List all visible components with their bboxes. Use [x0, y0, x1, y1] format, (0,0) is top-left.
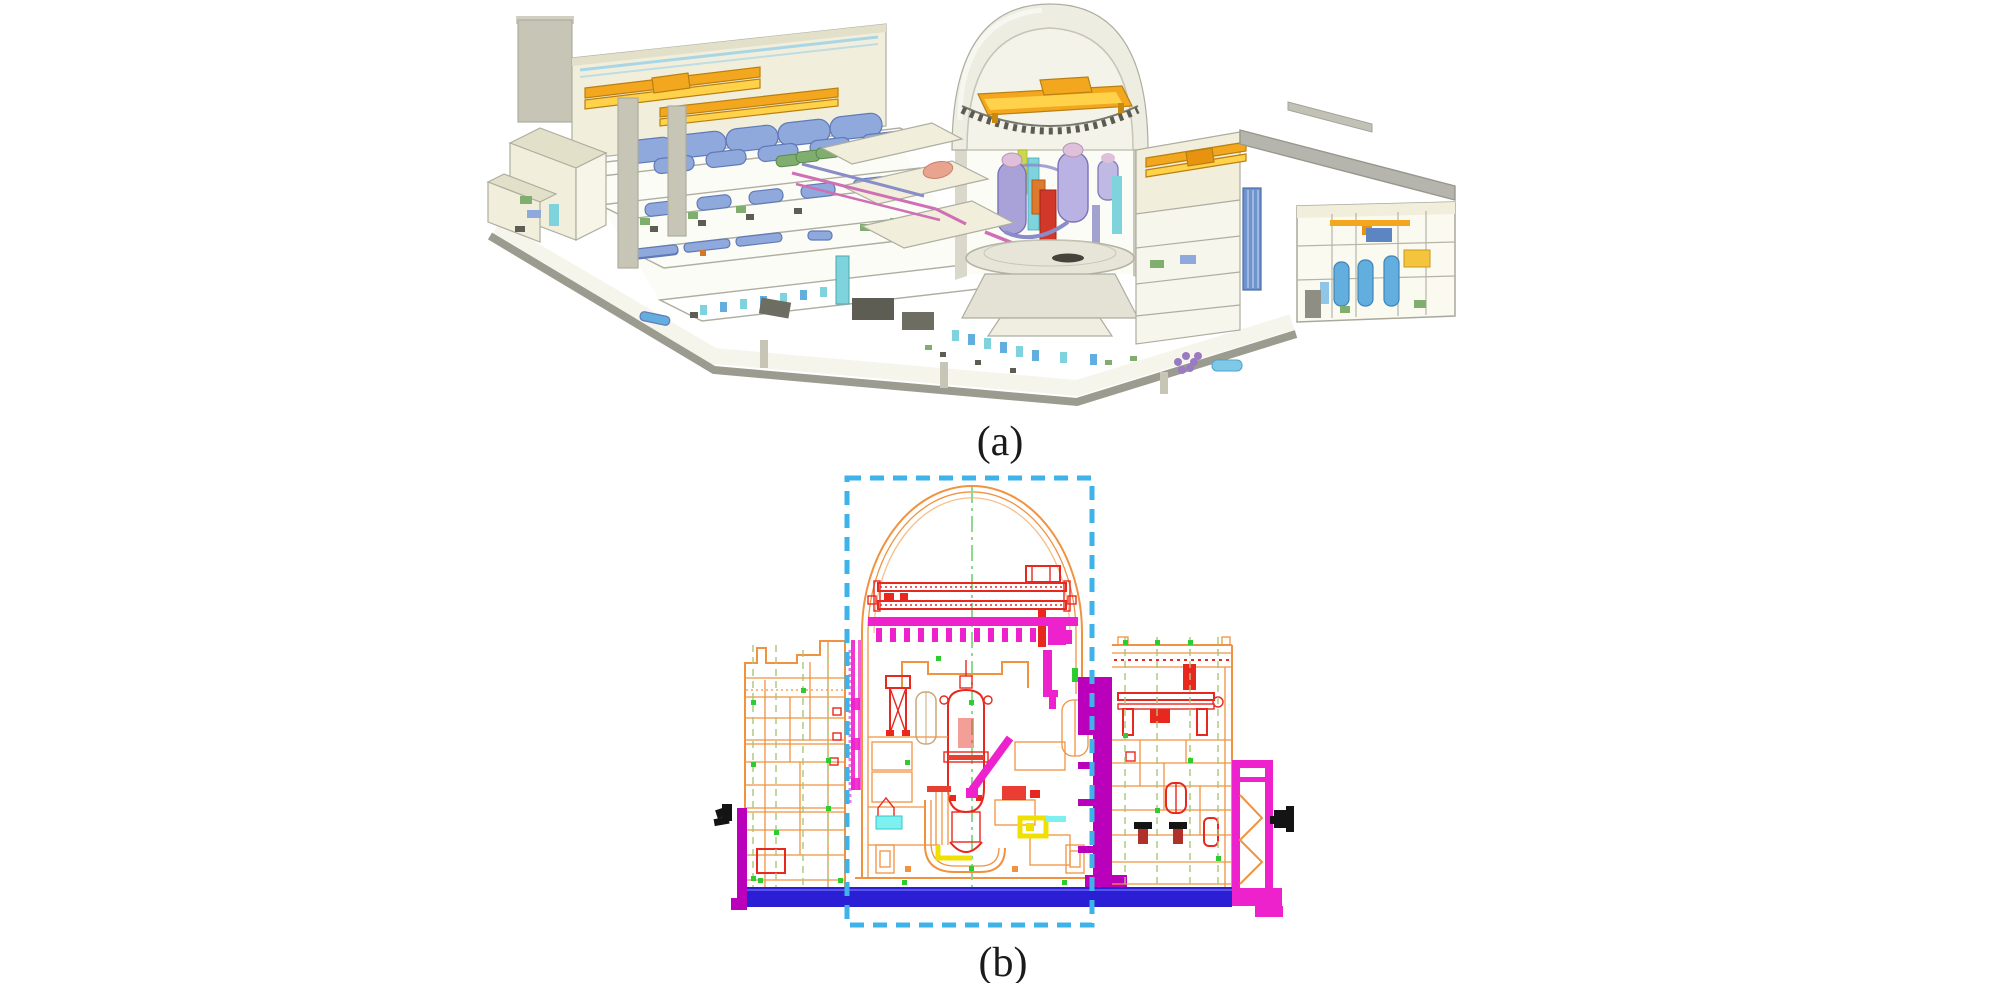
refueling-machine	[885, 675, 911, 736]
fuel-crane-section	[1117, 664, 1215, 736]
left-auxiliary-building	[744, 640, 860, 905]
main-steam-pipes	[791, 171, 937, 211]
flat-roof	[1239, 129, 1456, 201]
auxiliary-building-right	[1239, 101, 1456, 323]
hanging-rig	[1043, 650, 1052, 690]
shield-walls	[868, 736, 1085, 874]
left-retaining-wall	[713, 804, 747, 910]
fuel-crane	[1145, 141, 1247, 178]
containment-ring-teeth	[960, 106, 1140, 135]
seismic-clamp-left	[713, 804, 732, 827]
containment-section	[855, 484, 1090, 903]
turbine-building	[516, 16, 1025, 326]
spring-column	[1232, 760, 1294, 917]
dome-outline-outer	[861, 484, 1083, 634]
wall-trim	[579, 35, 879, 72]
basement-equipment	[758, 297, 1243, 374]
right-fuel-building	[1112, 636, 1233, 905]
hall-column-1	[617, 97, 639, 269]
containment-building	[951, 3, 1149, 337]
containment-pedestal	[961, 273, 1139, 319]
primary-loop-piping	[924, 786, 1006, 873]
label-b: (b)	[978, 940, 1028, 983]
intermediate-building	[791, 122, 1016, 330]
end-wall-tower	[517, 19, 573, 123]
zigzag-brace	[1238, 794, 1264, 885]
crane-girder	[851, 617, 1078, 790]
dashed-selection-box	[844, 475, 1095, 928]
steam-generator-right	[1057, 151, 1089, 223]
overhead-crane-lower	[659, 87, 839, 127]
polar-crane-section	[867, 565, 1077, 647]
polar-crane	[977, 76, 1133, 123]
basemat	[745, 878, 1232, 907]
seismic-clamp-right	[1270, 806, 1294, 832]
figure-a-3d-model	[486, 3, 1456, 407]
containment-internals	[868, 656, 1089, 874]
operating-deck	[965, 239, 1135, 277]
left-annex-building	[486, 127, 608, 243]
crane-hook	[1038, 609, 1046, 647]
inclined-chute	[968, 735, 1014, 793]
purple-shear-wall	[1072, 668, 1127, 887]
fuel-handling-building	[1135, 131, 1262, 345]
reactor-coolant-system	[984, 142, 1122, 271]
reactor-vessel	[939, 660, 993, 853]
label-a: (a)	[976, 419, 1024, 465]
hall-column-2	[667, 105, 687, 237]
room-outline-red	[756, 848, 786, 874]
figure-b-cad-section	[713, 475, 1294, 928]
